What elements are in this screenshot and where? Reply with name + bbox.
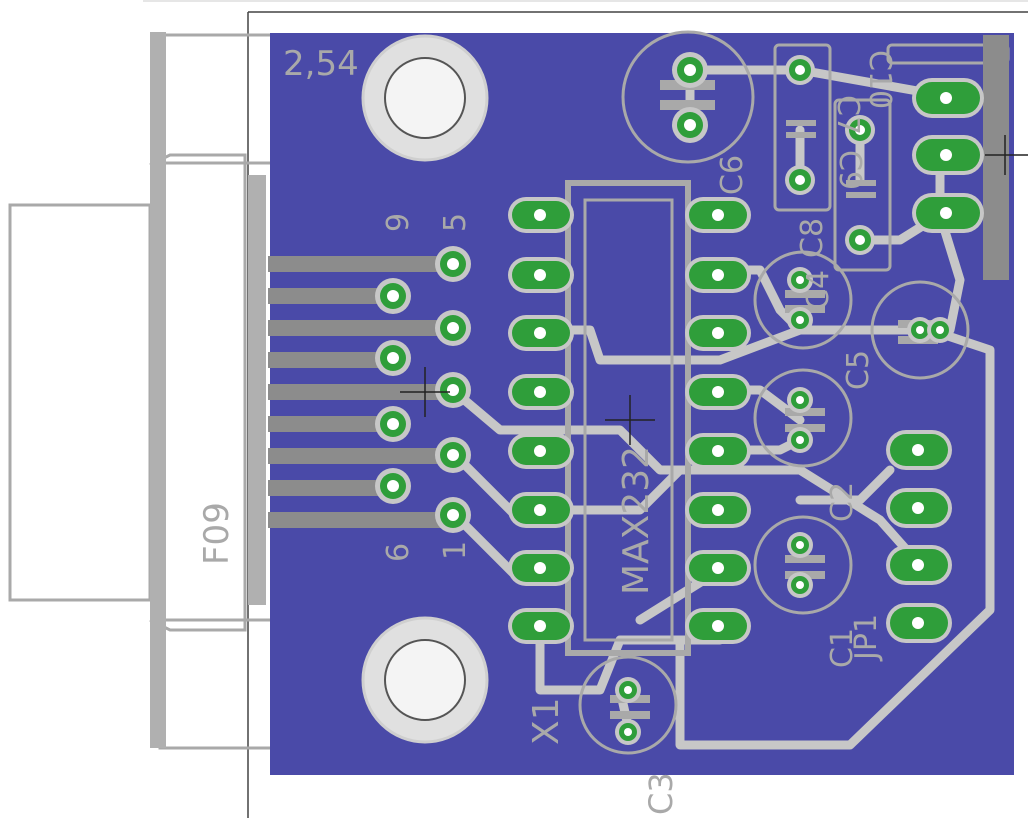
c6-label: C6	[715, 155, 750, 195]
ic-body	[583, 198, 674, 642]
capacitor-outlines	[578, 30, 1010, 755]
connector-label: F09	[197, 502, 237, 565]
mounting-hole-bottom	[361, 616, 489, 744]
grid-label: 2,54	[283, 44, 359, 84]
pin1-label: 1	[438, 541, 473, 560]
c10-label: C10	[862, 50, 897, 109]
jp1-label: JP1	[849, 614, 884, 662]
pin5-label: 5	[438, 213, 473, 232]
power-header-pads	[912, 78, 984, 233]
x1-label: X1	[526, 697, 567, 745]
db9-pads	[375, 246, 471, 533]
c9-label: C9	[832, 150, 867, 190]
ic-outline	[565, 180, 691, 656]
origin-crosshairs	[400, 135, 1028, 445]
ic-pads-right	[685, 197, 751, 644]
ic-label: MAX232	[616, 446, 657, 595]
c1-label: C1	[825, 628, 860, 668]
c7-label: C7	[830, 95, 865, 135]
db9-flange-bar	[248, 175, 266, 605]
c5-label: C5	[841, 350, 876, 390]
c3-label: C3	[642, 772, 680, 815]
db9-shell-bar	[150, 32, 166, 748]
mounting-hole-top	[361, 34, 489, 162]
ic-pads-left	[508, 197, 574, 644]
db9-pin-legs	[268, 256, 453, 528]
pin6-label: 6	[381, 543, 416, 562]
c4-label: C4	[801, 270, 836, 310]
c2-label: C2	[825, 482, 860, 522]
pin9-label: 9	[381, 213, 416, 232]
jp1-header	[886, 430, 952, 643]
c8-label: C8	[795, 218, 830, 258]
capacitor-pads	[615, 52, 953, 745]
